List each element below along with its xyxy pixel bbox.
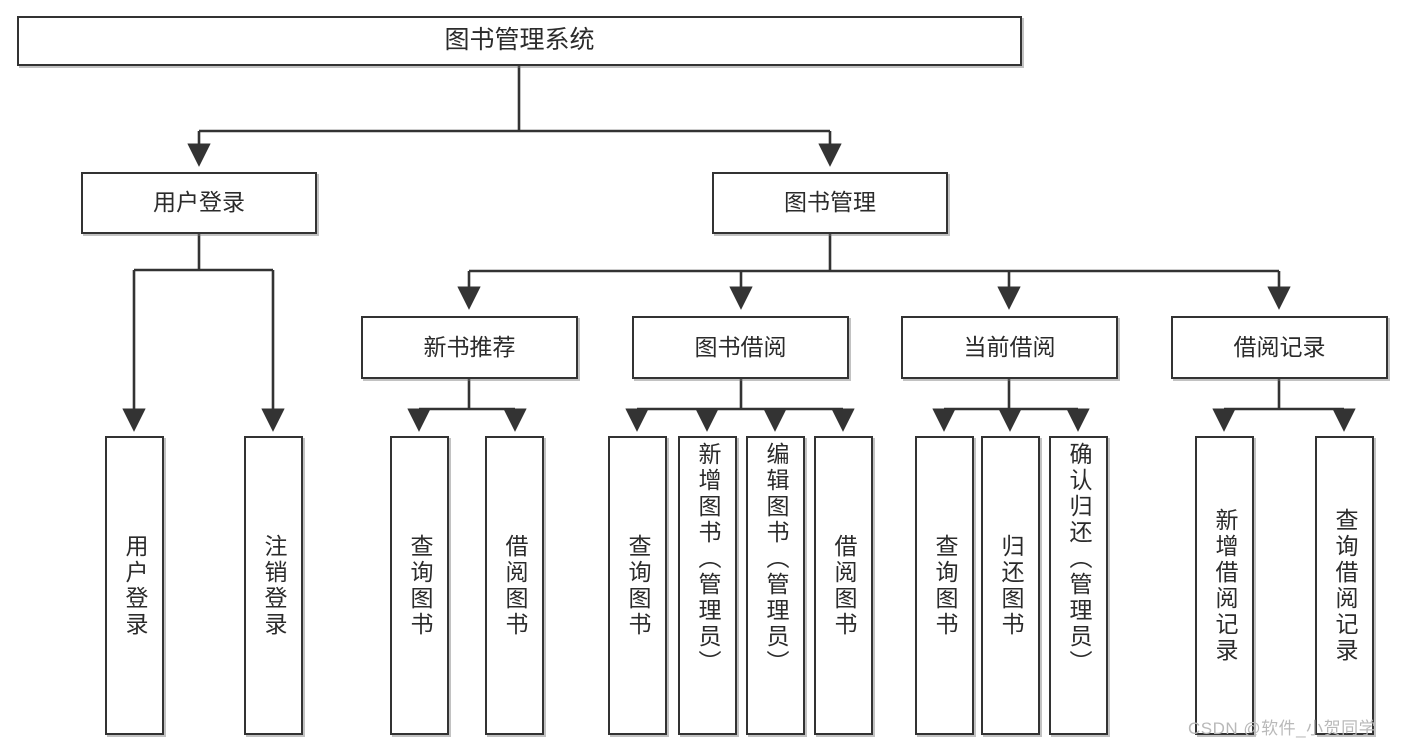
node-book-management-label: 图书管理 [784, 189, 876, 216]
node-book-borrow[interactable]: 图书借阅 [632, 316, 849, 379]
node-leaf-add-book[interactable]: 新增图书（管理员） [678, 436, 737, 735]
node-current-borrow[interactable]: 当前借阅 [901, 316, 1118, 379]
node-leaf-query-record[interactable]: 查询借阅记录 [1315, 436, 1374, 735]
node-leaf-query-record-label: 查询借阅记录 [1332, 507, 1358, 664]
node-leaf-logout-login-label: 注销登录 [261, 533, 287, 638]
node-leaf-return-book[interactable]: 归还图书 [981, 436, 1040, 735]
node-leaf-borrow-book-1[interactable]: 借阅图书 [485, 436, 544, 735]
node-leaf-add-record-label: 新增借阅记录 [1212, 507, 1238, 664]
node-leaf-add-record[interactable]: 新增借阅记录 [1195, 436, 1254, 735]
node-user-login-label: 用户登录 [153, 189, 245, 216]
node-current-borrow-label: 当前借阅 [963, 333, 1056, 360]
node-leaf-query-book-3[interactable]: 查询图书 [915, 436, 974, 735]
node-leaf-query-book-2[interactable]: 查询图书 [608, 436, 667, 735]
node-leaf-user-login-label: 用户登录 [122, 533, 148, 638]
node-leaf-confirm-return[interactable]: 确认归还（管理员） [1049, 436, 1108, 735]
node-borrow-record-label: 借阅记录 [1233, 333, 1326, 360]
node-new-book-recommend[interactable]: 新书推荐 [361, 316, 578, 379]
node-root-system[interactable]: 图书管理系统 [17, 16, 1022, 66]
node-book-borrow-label: 图书借阅 [694, 333, 787, 360]
node-user-login[interactable]: 用户登录 [81, 172, 317, 234]
node-leaf-borrow-book-2[interactable]: 借阅图书 [814, 436, 873, 735]
node-root-system-label: 图书管理系统 [444, 26, 595, 55]
node-leaf-borrow-book-2-label: 借阅图书 [831, 533, 857, 638]
node-leaf-borrow-book-1-label: 借阅图书 [502, 533, 528, 638]
node-leaf-user-login[interactable]: 用户登录 [105, 436, 164, 735]
node-leaf-query-book-1[interactable]: 查询图书 [390, 436, 449, 735]
node-book-management[interactable]: 图书管理 [712, 172, 948, 234]
node-leaf-edit-book[interactable]: 编辑图书（管理员） [746, 436, 805, 735]
node-borrow-record[interactable]: 借阅记录 [1171, 316, 1388, 379]
node-leaf-query-book-1-label: 查询图书 [407, 533, 433, 638]
node-leaf-confirm-return-label: 确认归还（管理员） [1066, 442, 1092, 676]
node-new-book-recommend-label: 新书推荐 [423, 333, 516, 360]
node-leaf-query-book-2-label: 查询图书 [625, 533, 651, 638]
csdn-watermark: CSDN @软件_小贺同学 [1188, 719, 1377, 738]
node-leaf-add-book-label: 新增图书（管理员） [695, 442, 721, 676]
node-leaf-query-book-3-label: 查询图书 [932, 533, 958, 638]
node-leaf-logout-login[interactable]: 注销登录 [244, 436, 303, 735]
node-leaf-edit-book-label: 编辑图书（管理员） [763, 442, 789, 676]
node-leaf-return-book-label: 归还图书 [998, 533, 1024, 638]
